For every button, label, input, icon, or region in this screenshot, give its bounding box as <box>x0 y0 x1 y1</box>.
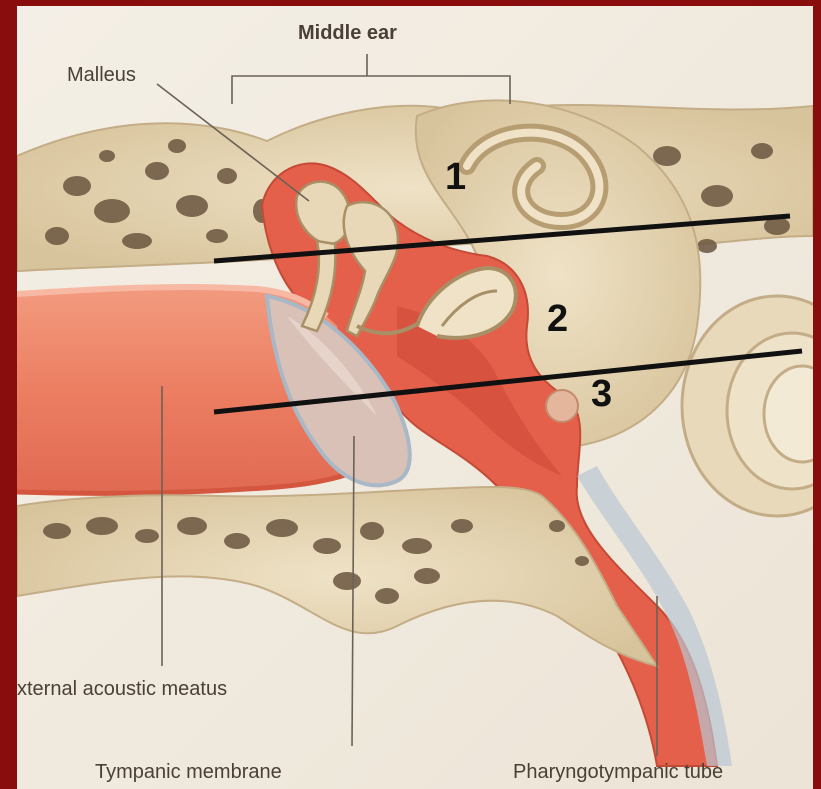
pharyngotympanic-tube-label: Pharyngotympanic tube <box>513 761 723 784</box>
malleus-label: Malleus <box>67 64 136 87</box>
stapes-footplate <box>546 390 578 422</box>
marker-number-3: 3 <box>591 373 612 416</box>
external-acoustic-meatus-label: xternal acoustic meatus <box>17 678 227 701</box>
ear-anatomy-diagram: Middle ear Malleus xternal acoustic meat… <box>17 6 813 789</box>
diagram-illustration <box>17 6 813 789</box>
marker-number-2: 2 <box>547 298 568 341</box>
marker-number-1: 1 <box>445 156 466 199</box>
middle-ear-label: Middle ear <box>298 22 397 45</box>
tympanic-membrane-label: Tympanic membrane <box>95 761 282 784</box>
